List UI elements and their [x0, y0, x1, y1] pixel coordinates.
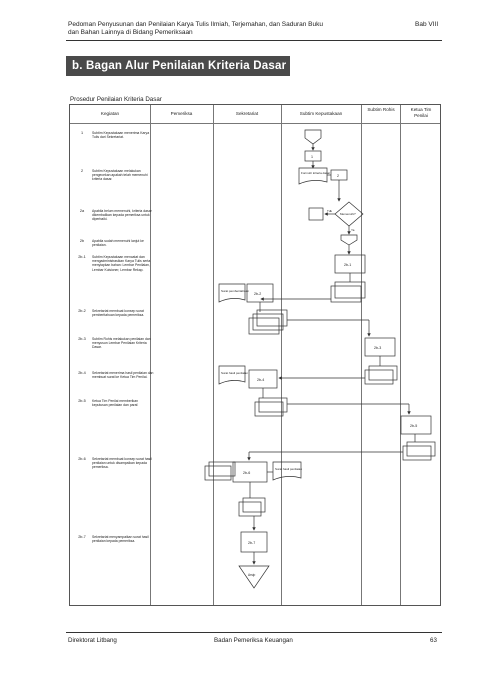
- header-rule: [66, 40, 442, 41]
- step-number: 2b-1: [78, 255, 86, 259]
- box-label-2: 2: [337, 174, 339, 178]
- column-divider: [150, 105, 151, 605]
- footer-rule: [66, 632, 442, 633]
- procedure-title: Prosedur Penilaian Kriteria Dasar: [70, 96, 162, 103]
- step-number: 2b: [79, 239, 85, 243]
- step-number: 2b-3: [78, 337, 86, 341]
- flowchart-table: Kegiatan Pemeriksa Sekretariat Subtim Ke…: [69, 104, 441, 606]
- decision-yes-label: Ya: [351, 228, 355, 232]
- step-text: Sekretariat membuat konsep surat hasil p…: [92, 457, 152, 470]
- page-number: 63: [430, 637, 437, 644]
- offpage-connector: [304, 129, 322, 145]
- chapter-label: Bab VIII: [415, 21, 439, 28]
- column-divider: [213, 105, 214, 605]
- process-box-2a: [308, 207, 324, 221]
- footer-center: Badan Pemeriksa Keuangan: [214, 637, 293, 644]
- step-text: Sekretariat menyampaikan surat hasil pen…: [92, 535, 149, 544]
- step-text: Subtim Kepustakaan menerima Karya Tulis …: [92, 131, 150, 140]
- step-number: 2b-5: [78, 399, 86, 403]
- box-label-2b2: 2b-2: [254, 292, 261, 296]
- step-text: Subtim Rohis melakukan penilaian dan men…: [92, 337, 151, 350]
- step-text: Sekretariat membuat konsep surat pemberi…: [92, 309, 145, 318]
- decision-no-label: Tdk: [327, 209, 333, 213]
- column-divider: [400, 105, 401, 605]
- header-title-line1: Pedoman Penyusunan dan Penilaian Karya T…: [68, 21, 323, 28]
- step-text: Sekretariat menerima hasil penilaian dan…: [92, 371, 154, 380]
- document-shape: [298, 167, 328, 185]
- decision-label: Memenuhi?: [340, 212, 356, 216]
- step-number: 2b-4: [78, 371, 86, 375]
- column-header-pemeriksa: Pemeriksa: [170, 111, 193, 116]
- process-box-2b5: [400, 415, 432, 435]
- step-number: 2b-2: [78, 309, 86, 313]
- box-label-2b6: 2b-6: [243, 471, 250, 475]
- step-text: Subtim Kepustakaan mencatat dan mengadmi…: [92, 255, 151, 272]
- step-number: 2a: [79, 209, 85, 213]
- column-header-sekretariat: Sekretariat: [235, 111, 259, 116]
- offpage-connector: [340, 234, 358, 246]
- step-number: 1: [80, 131, 84, 135]
- footer-left: Direktorat Litbang: [68, 637, 117, 644]
- header-title-line2: dan Bahan Lainnya di Bidang Pemeriksaan: [68, 29, 193, 36]
- column-header-subtim-rohis: Subtim Rohis: [367, 107, 395, 112]
- box-label-2b7: 2b-7: [248, 541, 255, 545]
- column-divider: [281, 105, 282, 605]
- process-box-2: [330, 169, 348, 181]
- terminal-label: Arsip: [248, 573, 255, 577]
- section-banner: b. Bagan Alur Penilaian Kriteria Dasar: [66, 56, 290, 76]
- document-shape: [218, 365, 246, 385]
- step-text: Apabila belum memenuhi, kriteria dasar d…: [92, 209, 152, 222]
- process-box-1: [304, 150, 322, 162]
- box-label-2b5: 2b-5: [410, 424, 417, 428]
- column-header-subtim-kepustakaan: Subtim Kepustakaan: [299, 111, 343, 116]
- box-label-2b3: 2b-3: [374, 346, 381, 350]
- doc-label-formulir: Formulir kriteria dasar: [301, 171, 330, 175]
- step-number: 2b-7: [78, 535, 86, 539]
- column-divider: [361, 105, 362, 605]
- step-number: 2b-6: [78, 457, 86, 461]
- step-number: 2: [80, 169, 84, 173]
- header-row-divider: [70, 123, 440, 124]
- doc-label-surat: Surat pemberitahuan: [221, 289, 249, 293]
- box-label-1: 1: [311, 155, 313, 159]
- document-shape: [272, 461, 302, 481]
- box-label-2b1: 2b-1: [344, 263, 351, 267]
- doc-label-surat: Surat hasil penilaian: [221, 371, 248, 375]
- document-shape: [218, 283, 246, 303]
- step-text: Ketua Tim Penilai memberikan keputusan p…: [92, 399, 139, 408]
- step-text: Subtim Kepustakaan melakukan pengecekan …: [92, 169, 148, 182]
- column-header-ketua-tim: Ketua Tim Penilai: [410, 107, 432, 118]
- step-text: Apabila sudah memenuhi lanjut ke penilai…: [92, 239, 144, 248]
- archive-triangle: [238, 565, 270, 589]
- column-header-kegiatan: Kegiatan: [100, 111, 120, 116]
- box-label-2b4: 2b-4: [257, 378, 264, 382]
- doc-label-surat: Surat hasil penilaian: [275, 467, 302, 471]
- document-header-title: Pedoman Penyusunan dan Penilaian Karya T…: [68, 21, 323, 37]
- flowchart-diagram: 1 Formulir kriteria dasar 2 Memenuhi? Td…: [204, 129, 436, 589]
